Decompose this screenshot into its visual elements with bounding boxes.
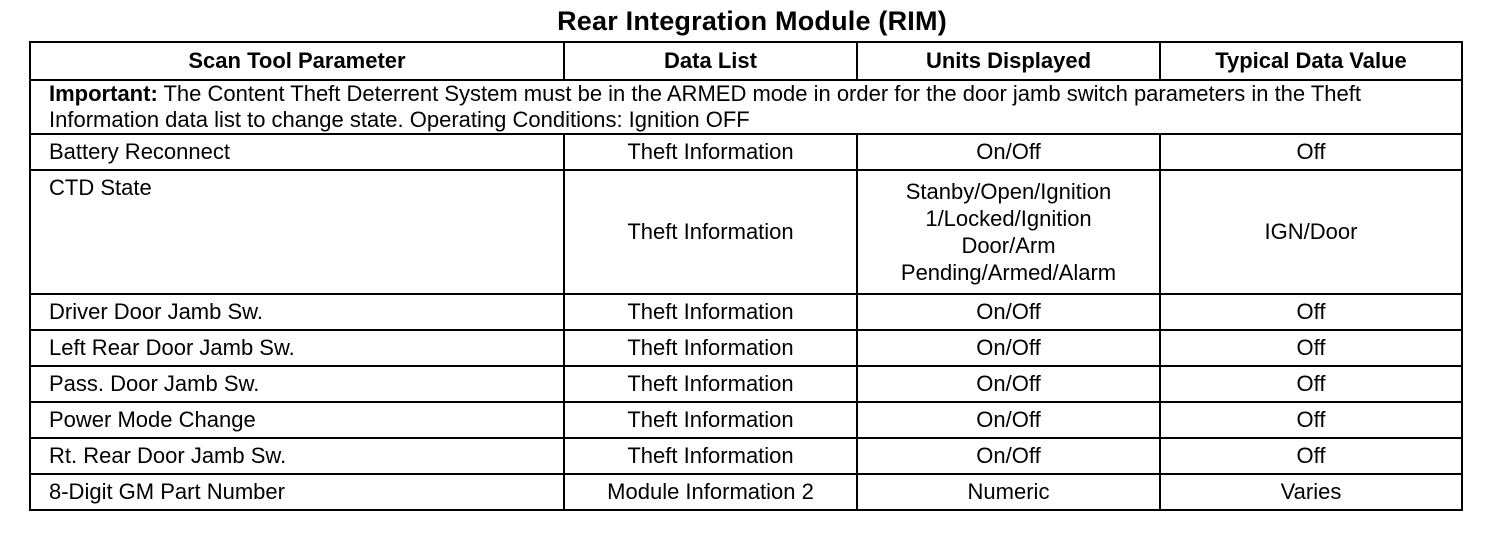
- units-cell: On/Off: [856, 365, 1161, 403]
- typical-value-cell: Varies: [1159, 473, 1463, 511]
- table-row: 8-Digit GM Part Number Module Informatio…: [29, 473, 1463, 511]
- parameter-cell: 8-Digit GM Part Number: [29, 473, 565, 511]
- data-list-cell: Module Information 2: [563, 473, 858, 511]
- important-note: Important: The Content Theft Deterrent S…: [29, 79, 1463, 135]
- parameter-cell: Battery Reconnect: [29, 133, 565, 171]
- typical-value-cell: Off: [1159, 293, 1463, 331]
- column-header-data-list: Data List: [563, 41, 858, 81]
- typical-value-cell: Off: [1159, 133, 1463, 171]
- data-list-cell: Theft Information: [563, 401, 858, 439]
- units-cell: On/Off: [856, 293, 1161, 331]
- parameter-cell: CTD State: [29, 169, 565, 295]
- table-row: Pass. Door Jamb Sw. Theft Information On…: [29, 365, 1463, 403]
- data-list-cell: Theft Information: [563, 329, 858, 367]
- table-title: Rear Integration Module (RIM): [557, 6, 947, 36]
- typical-value-cell: Off: [1159, 329, 1463, 367]
- column-header-units: Units Displayed: [856, 41, 1161, 81]
- parameter-cell: Left Rear Door Jamb Sw.: [29, 329, 565, 367]
- parameter-cell: Pass. Door Jamb Sw.: [29, 365, 565, 403]
- typical-value-cell: IGN/Door: [1159, 169, 1463, 295]
- units-cell: On/Off: [856, 401, 1161, 439]
- table-row: Driver Door Jamb Sw. Theft Information O…: [29, 293, 1463, 331]
- parameter-cell: Power Mode Change: [29, 401, 565, 439]
- units-cell: On/Off: [856, 329, 1161, 367]
- units-cell: On/Off: [856, 133, 1161, 171]
- units-cell: Numeric: [856, 473, 1161, 511]
- table-row: Rt. Rear Door Jamb Sw. Theft Information…: [29, 437, 1463, 475]
- header-row: Scan Tool Parameter Data List Units Disp…: [29, 41, 1463, 81]
- column-header-typical-value: Typical Data Value: [1159, 41, 1463, 81]
- data-list-cell: Theft Information: [563, 293, 858, 331]
- data-list-cell: Theft Information: [563, 169, 858, 295]
- column-header-parameter: Scan Tool Parameter: [29, 41, 565, 81]
- note-label: Important:: [49, 81, 158, 106]
- parameter-cell: Rt. Rear Door Jamb Sw.: [29, 437, 565, 475]
- units-cell: Stanby/Open/Ignition 1/Locked/Ignition D…: [856, 169, 1161, 295]
- typical-value-cell: Off: [1159, 437, 1463, 475]
- units-cell: On/Off: [856, 437, 1161, 475]
- note-row: Important: The Content Theft Deterrent S…: [29, 79, 1463, 135]
- data-list-cell: Theft Information: [563, 133, 858, 171]
- data-list-cell: Theft Information: [563, 437, 858, 475]
- note-text: The Content Theft Deterrent System must …: [49, 81, 1361, 132]
- typical-value-cell: Off: [1159, 401, 1463, 439]
- data-list-cell: Theft Information: [563, 365, 858, 403]
- table-row: Battery Reconnect Theft Information On/O…: [29, 133, 1463, 171]
- table-row: Left Rear Door Jamb Sw. Theft Informatio…: [29, 329, 1463, 367]
- table-row: Power Mode Change Theft Information On/O…: [29, 401, 1463, 439]
- table-row: CTD State Theft Information Stanby/Open/…: [29, 169, 1463, 295]
- units-multiline-text: Stanby/Open/Ignition 1/Locked/Ignition D…: [900, 179, 1117, 285]
- typical-value-cell: Off: [1159, 365, 1463, 403]
- rim-data-table: Scan Tool Parameter Data List Units Disp…: [29, 41, 1463, 511]
- parameter-cell: Driver Door Jamb Sw.: [29, 293, 565, 331]
